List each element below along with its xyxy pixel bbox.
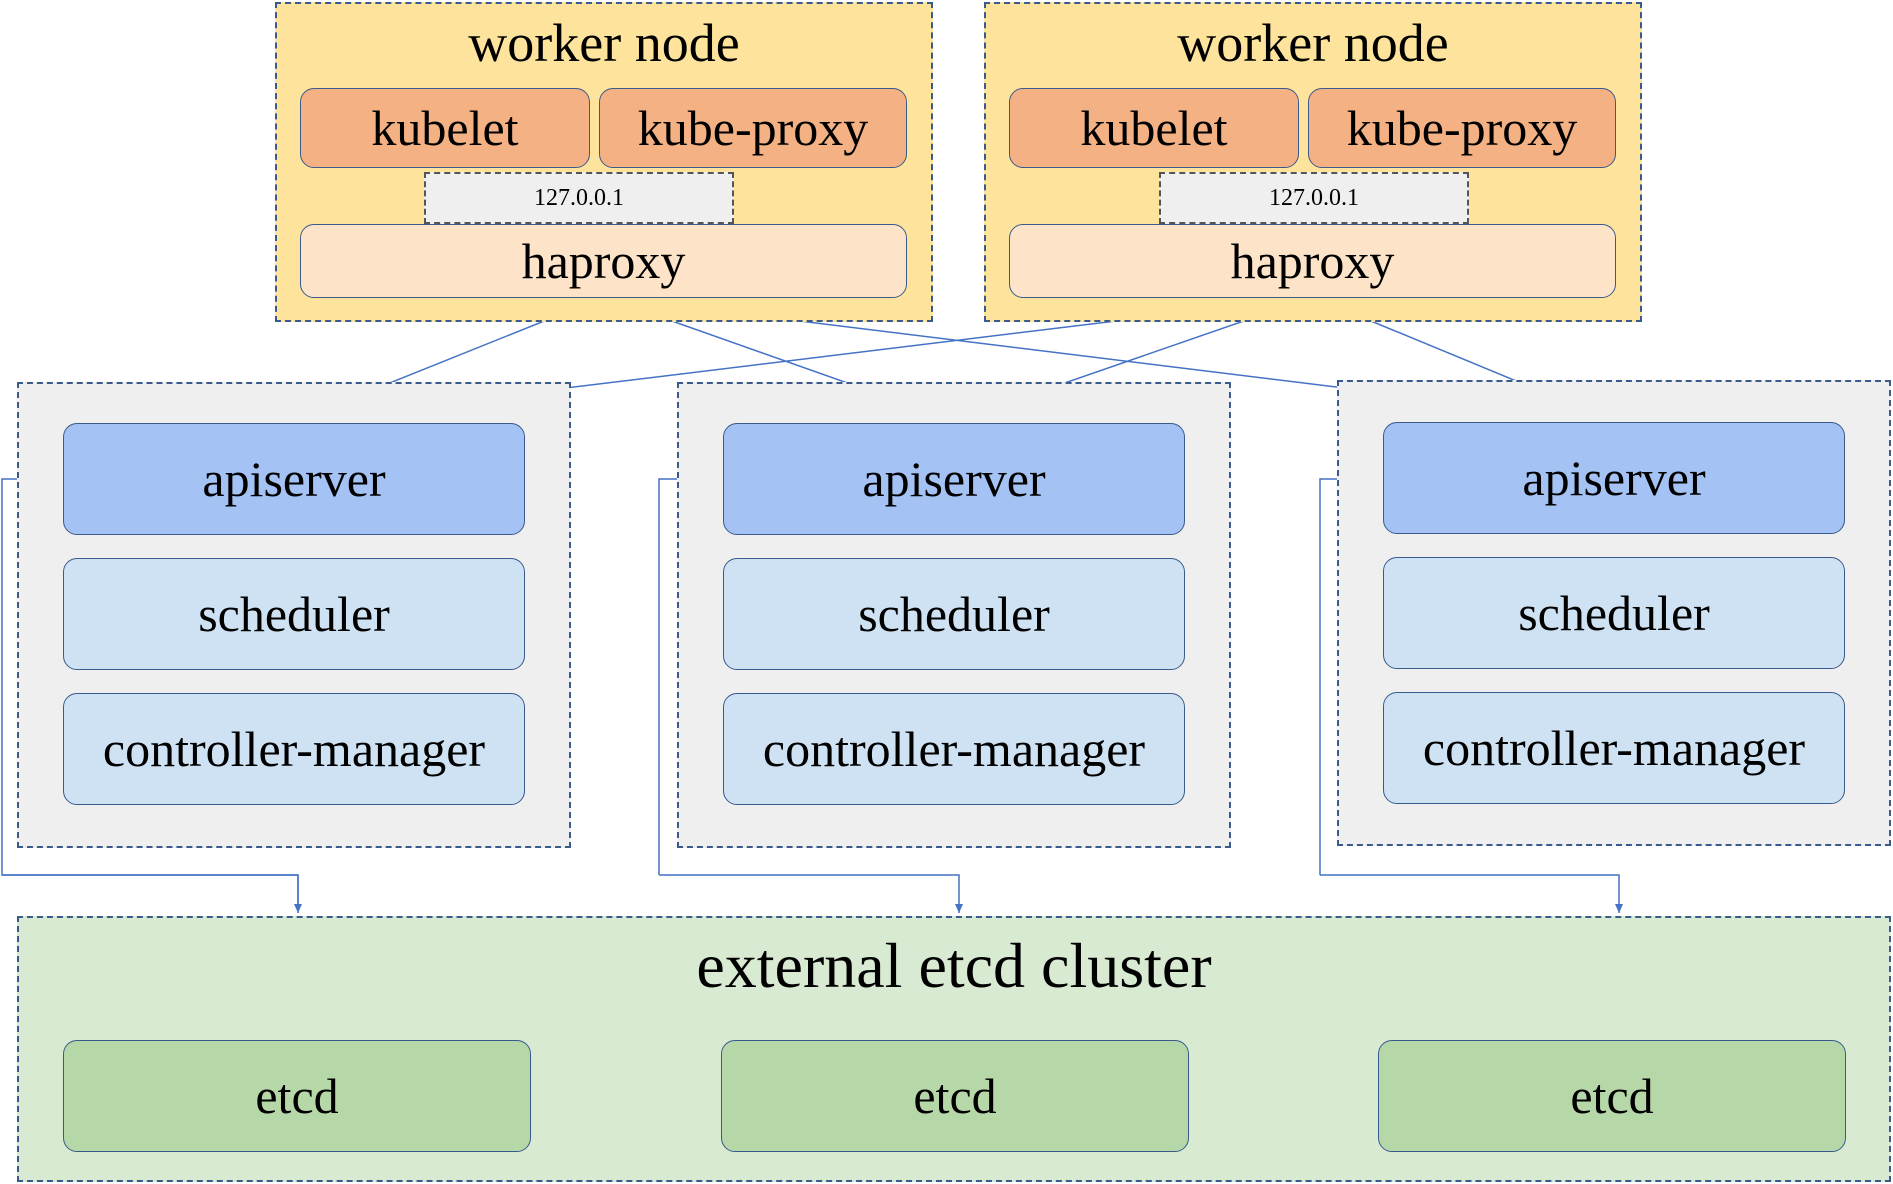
master-node-3: apiserver scheduler controller-manager [1337,380,1891,846]
etcd-cluster-title: external etcd cluster [696,930,1212,1001]
master-node-1: apiserver scheduler controller-manager [17,382,571,848]
worker-node-1: worker node kubelet kube-proxy 127.0.0.1… [275,2,933,322]
external-etcd-cluster: external etcd cluster etcd etcd etcd [17,916,1891,1182]
etcd-member-2[interactable]: etcd [721,1040,1189,1152]
worker-node-title: worker node [468,13,740,73]
haproxy-box[interactable]: haproxy [1009,224,1616,298]
apiserver-box[interactable]: apiserver [63,423,525,535]
scheduler-box[interactable]: scheduler [1383,557,1845,669]
loopback-address: 127.0.0.1 [1159,172,1469,224]
loopback-address: 127.0.0.1 [424,172,734,224]
etcd-member-1[interactable]: etcd [63,1040,531,1152]
edge-master2-etcd-arrow [659,874,963,913]
worker-node-title: worker node [1177,13,1449,73]
apiserver-box[interactable]: apiserver [1383,422,1845,534]
edge-master3-etcd-arrow [1320,874,1623,913]
kube-proxy-box[interactable]: kube-proxy [599,88,907,168]
kube-proxy-box[interactable]: kube-proxy [1308,88,1616,168]
scheduler-box[interactable]: scheduler [723,558,1185,670]
worker-node-2: worker node kubelet kube-proxy 127.0.0.1… [984,2,1642,322]
kubelet-box[interactable]: kubelet [300,88,590,168]
controller-manager-box[interactable]: controller-manager [63,693,525,805]
controller-manager-box[interactable]: controller-manager [723,693,1185,805]
master-node-2: apiserver scheduler controller-manager [677,382,1231,848]
haproxy-box[interactable]: haproxy [300,224,907,298]
kubelet-box[interactable]: kubelet [1009,88,1299,168]
controller-manager-box[interactable]: controller-manager [1383,692,1845,804]
etcd-member-3[interactable]: etcd [1378,1040,1846,1152]
scheduler-box[interactable]: scheduler [63,558,525,670]
apiserver-box[interactable]: apiserver [723,423,1185,535]
